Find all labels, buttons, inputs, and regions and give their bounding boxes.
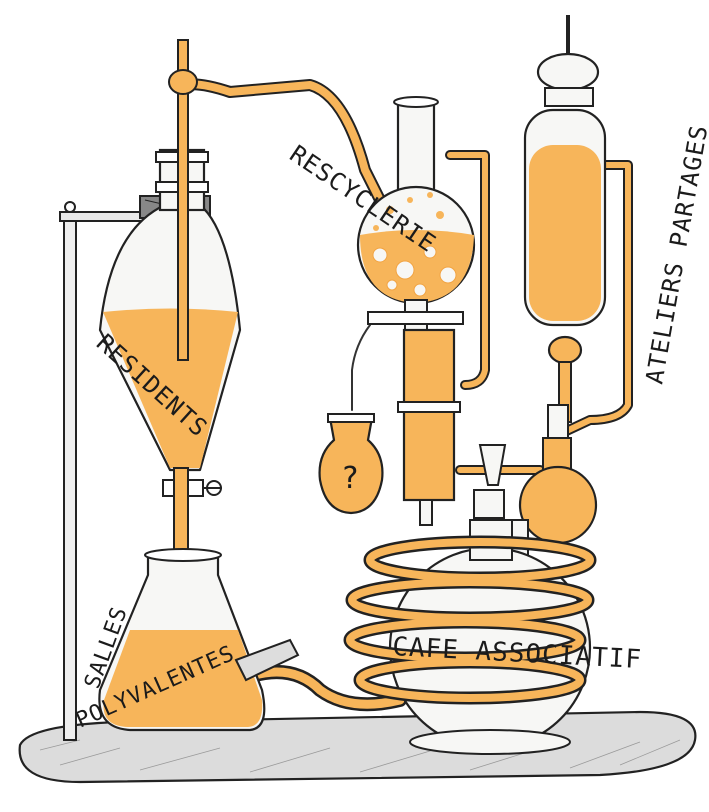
label-ateliers-partages: ATELIERS PARTAGES — [640, 123, 709, 387]
right-column — [525, 15, 605, 440]
label-question: ? — [341, 461, 360, 496]
adapter — [474, 445, 505, 518]
middle-column — [398, 330, 460, 525]
